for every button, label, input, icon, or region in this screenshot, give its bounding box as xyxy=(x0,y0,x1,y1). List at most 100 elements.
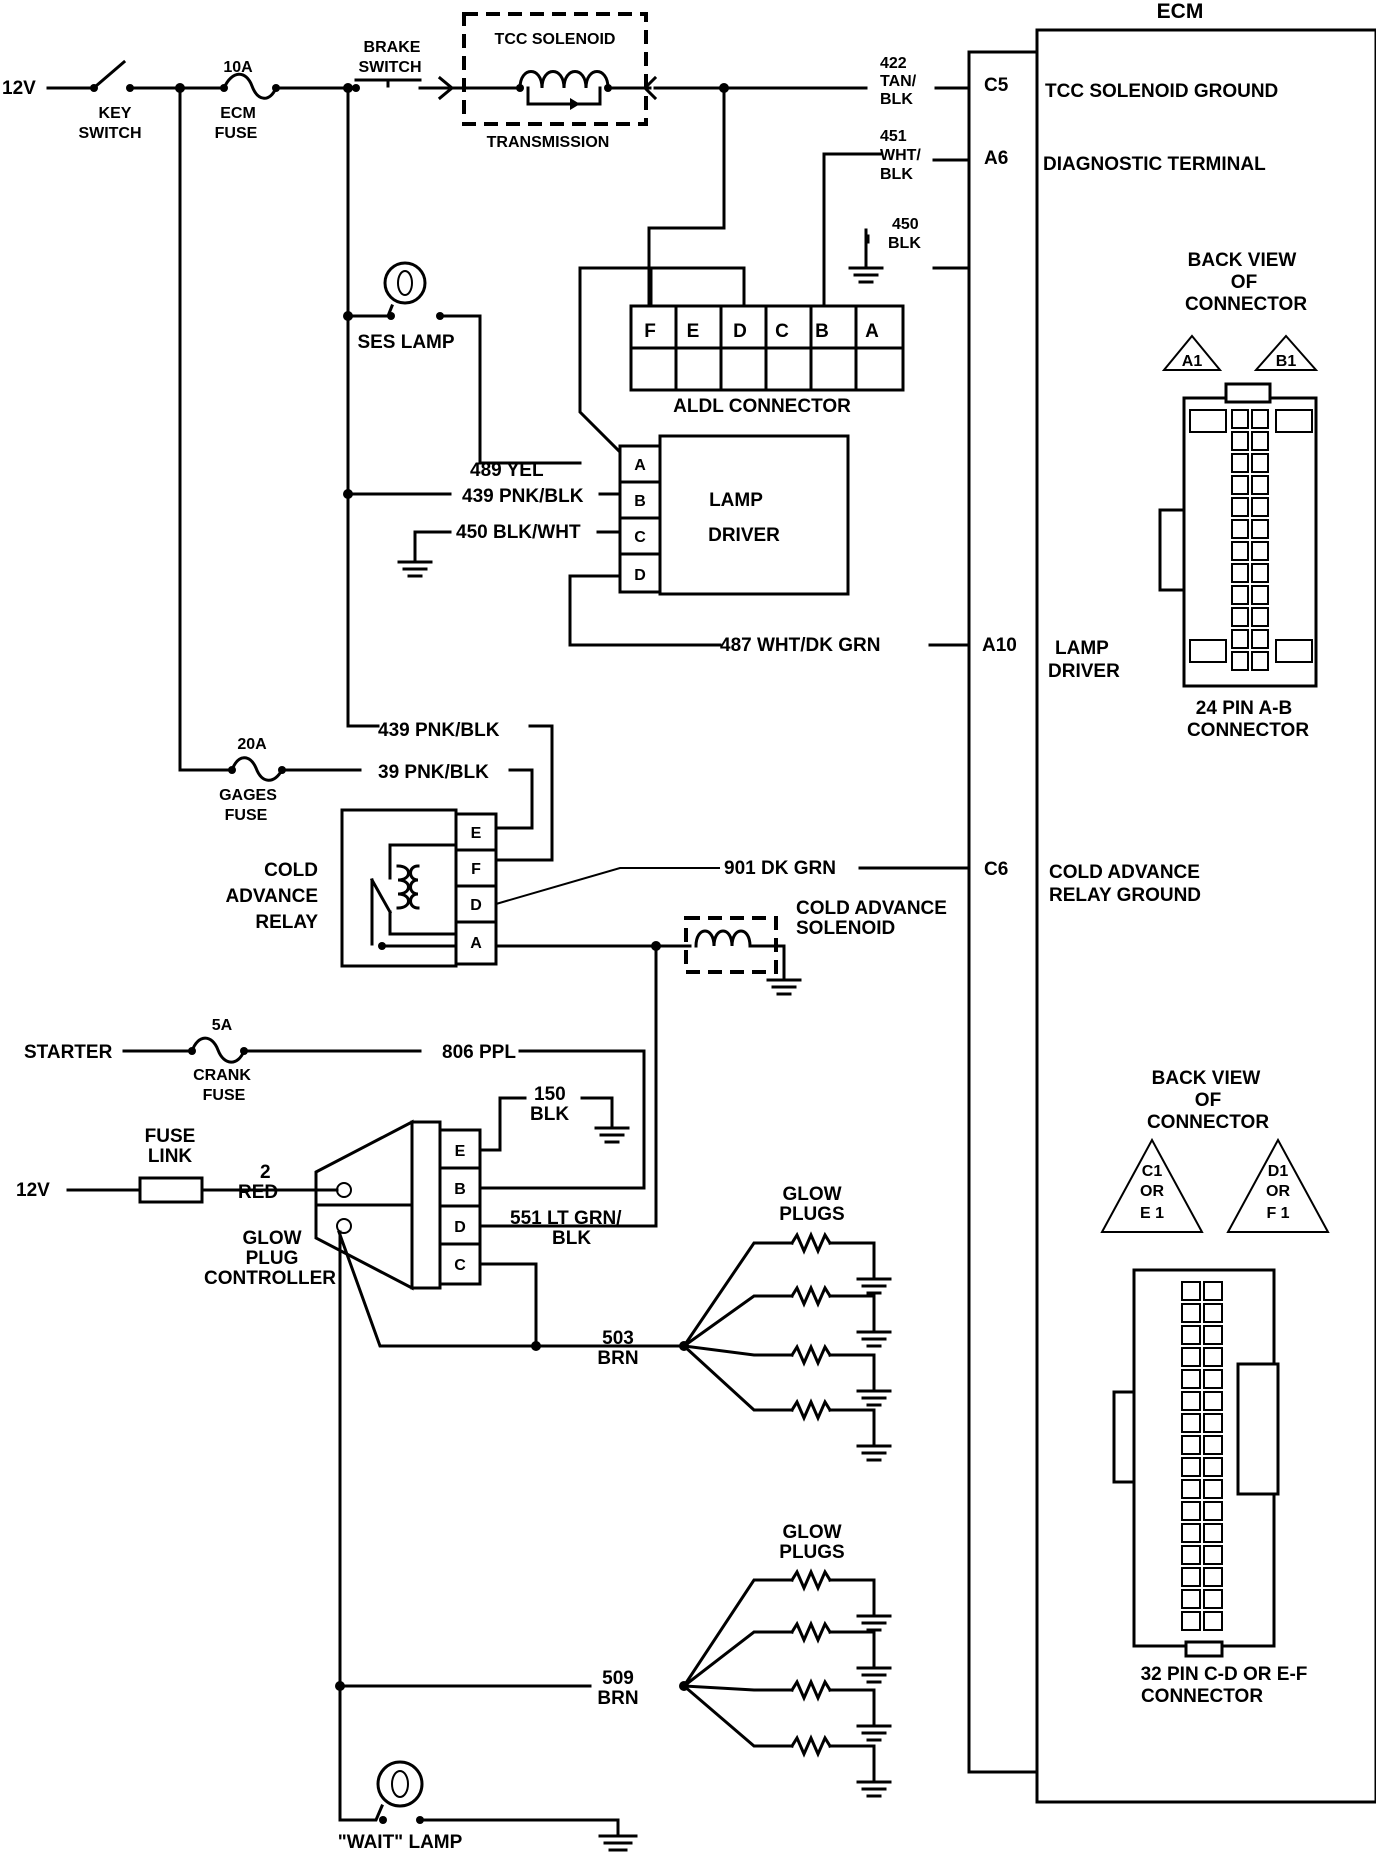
ab-back-view-line3: CONNECTOR xyxy=(1185,294,1307,315)
connector-pin xyxy=(1181,1479,1201,1499)
ecm-pin-a6: A6 xyxy=(984,148,1008,169)
power-12v-top: 12V xyxy=(2,78,36,99)
ecm-fuse-rating: 10A xyxy=(223,59,253,76)
connector-pin xyxy=(1203,1369,1223,1389)
aldl-pin-a: A xyxy=(865,321,879,342)
cd-triangle-left-line1: C1 xyxy=(1142,1163,1163,1180)
crank-fuse-rating: 5A xyxy=(212,1017,233,1034)
ecm-pin-c6-function-line1: COLD ADVANCE xyxy=(1049,862,1200,883)
connector-pin xyxy=(1203,1303,1223,1323)
ecm-pin-c5: C5 xyxy=(984,75,1009,96)
connector-pin xyxy=(1251,519,1269,539)
bus-lines xyxy=(178,86,353,772)
connector-pin xyxy=(1181,1281,1201,1301)
cold-advance-solenoid: COLD ADVANCE SOLENOID xyxy=(684,898,947,996)
ab-connector-name-line1: 24 PIN A-B xyxy=(1196,698,1292,719)
connector-pin xyxy=(1181,1523,1201,1543)
crank-fuse-label-line1: CRANK xyxy=(193,1067,251,1084)
tcc-transmission-label: TRANSMISSION xyxy=(487,134,610,151)
cold-advance-relay: E F D A COLD ADVANCE RELAY 901 DK GRN xyxy=(225,808,971,968)
ab-connector-body xyxy=(1182,396,1318,688)
lamp-driver-label-line1: LAMP xyxy=(709,490,763,511)
connector-pin xyxy=(1181,1567,1201,1587)
ses-lamp-icon xyxy=(383,261,427,305)
connector-pin xyxy=(1251,497,1269,517)
wire-551-label-line1: 551 LT GRN/ xyxy=(510,1208,622,1229)
wire-150-color: BLK xyxy=(530,1104,569,1125)
cd-triangle-right-line1: D1 xyxy=(1268,1163,1289,1180)
connector-pin xyxy=(1251,607,1269,627)
starter-circuit: STARTER 5A CRANK FUSE 806 PPL xyxy=(24,944,658,1228)
connector-pin xyxy=(1181,1611,1201,1631)
glow-ctrl-label-line1: GLOW xyxy=(242,1228,301,1249)
crank-fuse-icon xyxy=(190,1036,246,1064)
glow-plugs-1-label-line2: PLUGS xyxy=(779,1204,844,1225)
glow-ctrl-pin-c: C xyxy=(454,1257,466,1274)
connector-pin xyxy=(1181,1369,1201,1389)
glow-plug-controller: E B D C GLOW PLUG CONTROLLER 150 BLK 12V… xyxy=(16,1084,682,1822)
ecm-pin-c6: C6 xyxy=(984,859,1008,880)
connector-pin xyxy=(1251,431,1269,451)
glow-plug-icon xyxy=(789,1620,833,1644)
connector-pin xyxy=(1203,1391,1223,1411)
connector-pin xyxy=(1251,453,1269,473)
aldl-connector: F E D C B A ALDL CONNECTOR xyxy=(578,266,905,459)
lamp-driver-pin-a: A xyxy=(634,457,646,474)
wire-503-number: 503 xyxy=(602,1328,634,1349)
aldl-pin-f: F xyxy=(644,321,656,342)
brake-switch-label-line1: BRAKE xyxy=(364,39,421,56)
gages-fuse-icon xyxy=(230,756,285,782)
wire-39-label: 39 PNK/BLK xyxy=(378,762,489,783)
connector-pin xyxy=(1203,1523,1223,1543)
wire-422-number: 422 xyxy=(880,55,907,72)
ecm-fuse-label-line1: ECM xyxy=(220,105,256,122)
glow-ctrl-label-line2: PLUG xyxy=(246,1248,299,1269)
connector-pin xyxy=(1251,563,1269,583)
connector-pin xyxy=(1181,1545,1201,1565)
ecm-pin-a10-function-line1: LAMP xyxy=(1055,638,1109,659)
wire-439-label-b: 439 PNK/BLK xyxy=(378,720,500,741)
glow-ctrl-pin-d: D xyxy=(454,1219,466,1236)
glow-plugs-2-label-line2: PLUGS xyxy=(779,1542,844,1563)
wait-lamp-icon xyxy=(376,1760,424,1808)
connector-pin xyxy=(1203,1545,1223,1565)
connector-pin xyxy=(1203,1589,1223,1609)
ecm-fuse-label-line2: FUSE xyxy=(215,125,258,142)
connector-pin xyxy=(1251,629,1269,649)
connector-pin xyxy=(1231,651,1249,671)
connector-pin xyxy=(1203,1325,1223,1345)
ecm-pin-c6-function-line2: RELAY GROUND xyxy=(1049,885,1201,906)
connector-pin xyxy=(1203,1413,1223,1433)
glow-plug-bank-1: GLOW PLUGS xyxy=(679,1184,845,1351)
glow-plug-wiring xyxy=(681,1231,892,1798)
gages-fuse-circuit: 439 PNK/BLK 20A GAGES FUSE 39 PNK/BLK xyxy=(178,720,554,862)
glow-plug-icon xyxy=(789,1568,833,1592)
connector-pin xyxy=(1203,1611,1223,1631)
aldl-pin-b: B xyxy=(815,321,829,342)
glow-plug-bank-2: GLOW PLUGS xyxy=(679,1522,845,1691)
gages-fuse-rating: 20A xyxy=(237,736,267,753)
wire-422-color-line1: TAN/ xyxy=(880,73,917,90)
connector-pin xyxy=(1181,1325,1201,1345)
wire-509-color: BRN xyxy=(597,1688,638,1709)
cd-triangle-left-line3: E 1 xyxy=(1140,1205,1164,1222)
connector-pin xyxy=(1203,1347,1223,1367)
wire-150-number: 150 xyxy=(534,1084,566,1105)
ecm-title: ECM xyxy=(1157,0,1204,23)
connector-pin xyxy=(1181,1589,1201,1609)
connector-pin xyxy=(1181,1347,1201,1367)
glow-plug-icon xyxy=(789,1231,833,1255)
wire-901-label: 901 DK GRN xyxy=(724,858,836,879)
lamp-driver-label-line2: DRIVER xyxy=(708,525,780,546)
starter-label: STARTER xyxy=(24,1042,113,1063)
key-switch-label-line1: KEY xyxy=(99,105,132,122)
cold-relay-label-line2: ADVANCE xyxy=(225,886,318,907)
cd-triangle-left-line2: OR xyxy=(1140,1183,1164,1200)
connector-pin xyxy=(1181,1413,1201,1433)
lamp-driver-pin-c: C xyxy=(634,529,646,546)
connector-32pin-view: BACK VIEW OF CONNECTOR C1 OR E 1 D1 OR F… xyxy=(1100,1068,1330,1707)
connector-pin xyxy=(1203,1435,1223,1455)
cd-connector-name-line1: 32 PIN C-D OR E-F xyxy=(1141,1664,1308,1685)
wire-2-number: 2 xyxy=(260,1162,271,1183)
